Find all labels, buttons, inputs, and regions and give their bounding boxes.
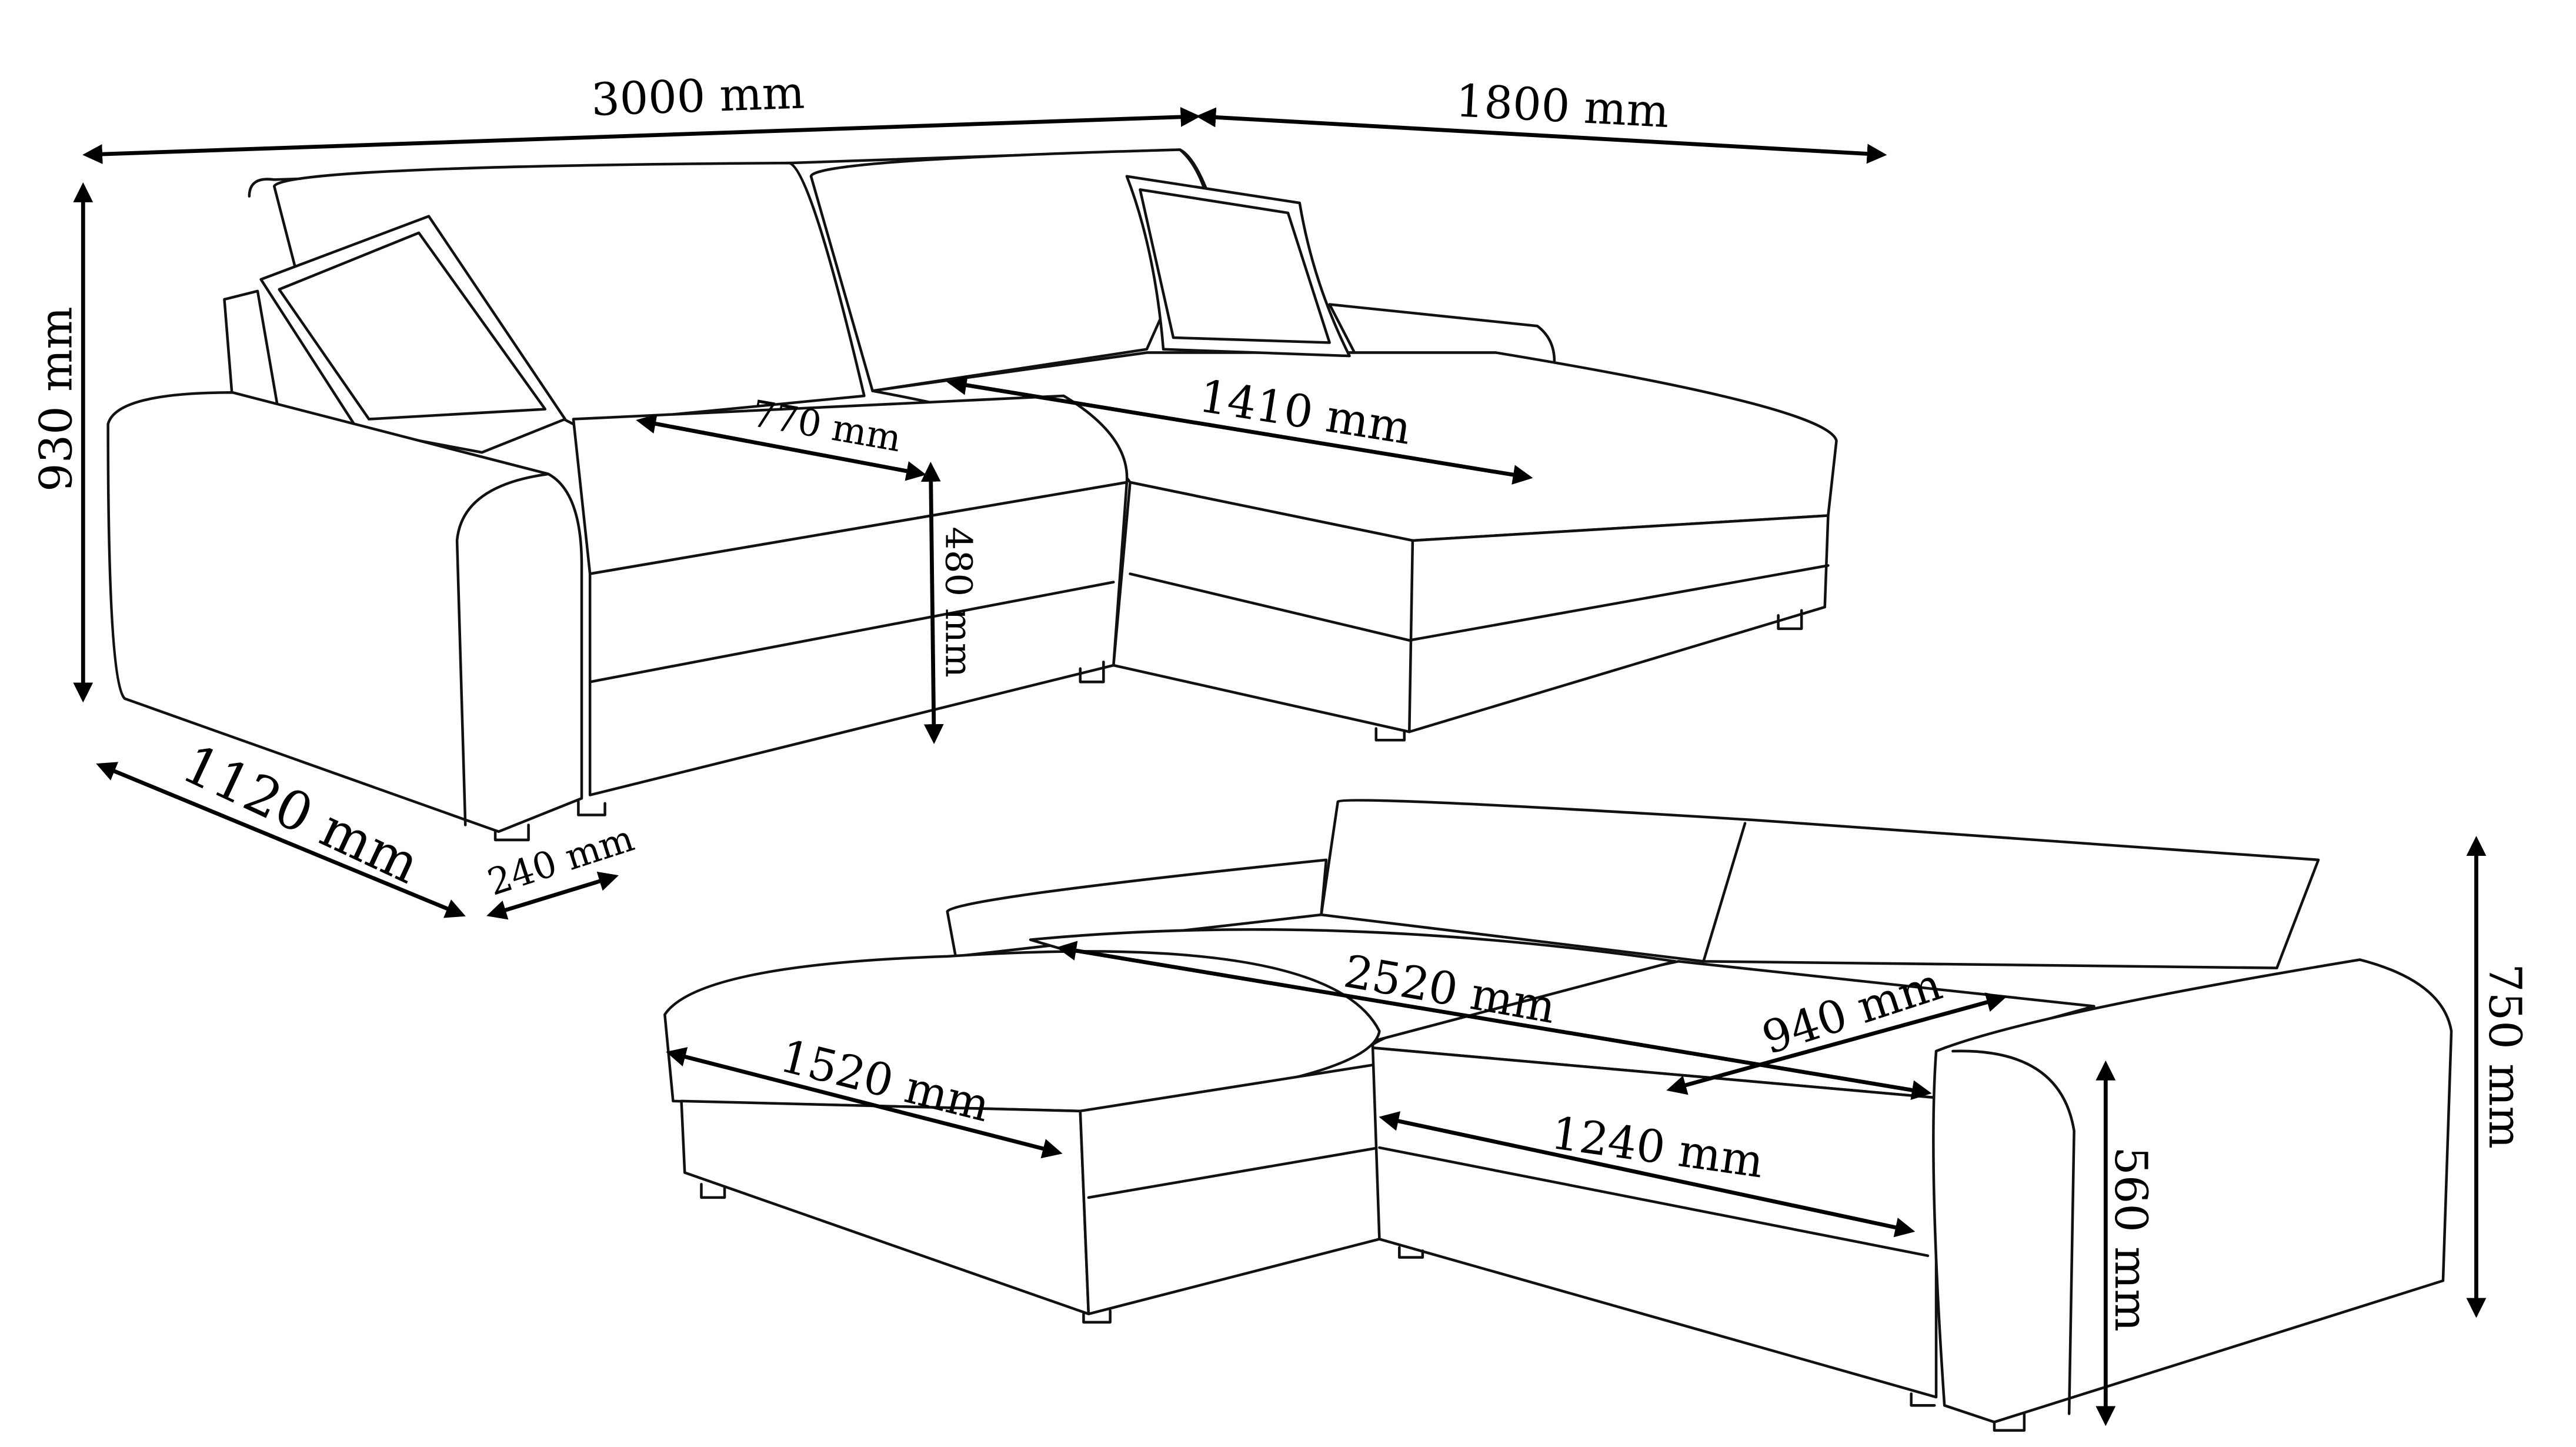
bed-front	[1371, 1046, 1938, 1399]
dim-arrow-seat-depth	[636, 414, 926, 481]
label-arm-height: 560 mm	[2105, 1146, 2157, 1332]
feet	[493, 609, 1803, 842]
label-total-width: 3000 mm	[590, 66, 806, 126]
dim-arrow-seat-height	[920, 461, 944, 745]
chaise-front	[680, 1099, 1090, 1316]
dim-arrow-chaise-seat-length	[946, 375, 1533, 485]
dim-arrow-arm-width	[486, 871, 619, 920]
back-rest	[1320, 799, 2320, 969]
pillow-right	[1125, 175, 1351, 358]
label-back-height-bed: 750 mm	[2479, 963, 2531, 1149]
dim-arrow-storage-length	[1379, 1111, 1916, 1238]
pillow-left	[259, 215, 567, 454]
dim-arrow-bed-width	[1666, 992, 2007, 1095]
left-arm	[106, 391, 583, 833]
dim-arrow-chaise-length	[1196, 107, 1887, 164]
dim-arrow-total-width	[82, 106, 1201, 164]
corner-sofa-drawing	[106, 148, 1838, 842]
dim-arrow-chaise-bed-length	[666, 1047, 1063, 1159]
feet-low	[700, 1182, 2026, 1432]
left-arm-low	[946, 858, 1328, 958]
dim-arrow-depth	[96, 762, 466, 918]
label-seat-height: 480 mm	[937, 526, 980, 677]
label-height: 930 mm	[30, 306, 82, 492]
label-chaise-length: 1800 mm	[1454, 74, 1670, 138]
right-arm-low	[1932, 958, 2453, 1423]
seat-base-left	[588, 481, 1129, 796]
